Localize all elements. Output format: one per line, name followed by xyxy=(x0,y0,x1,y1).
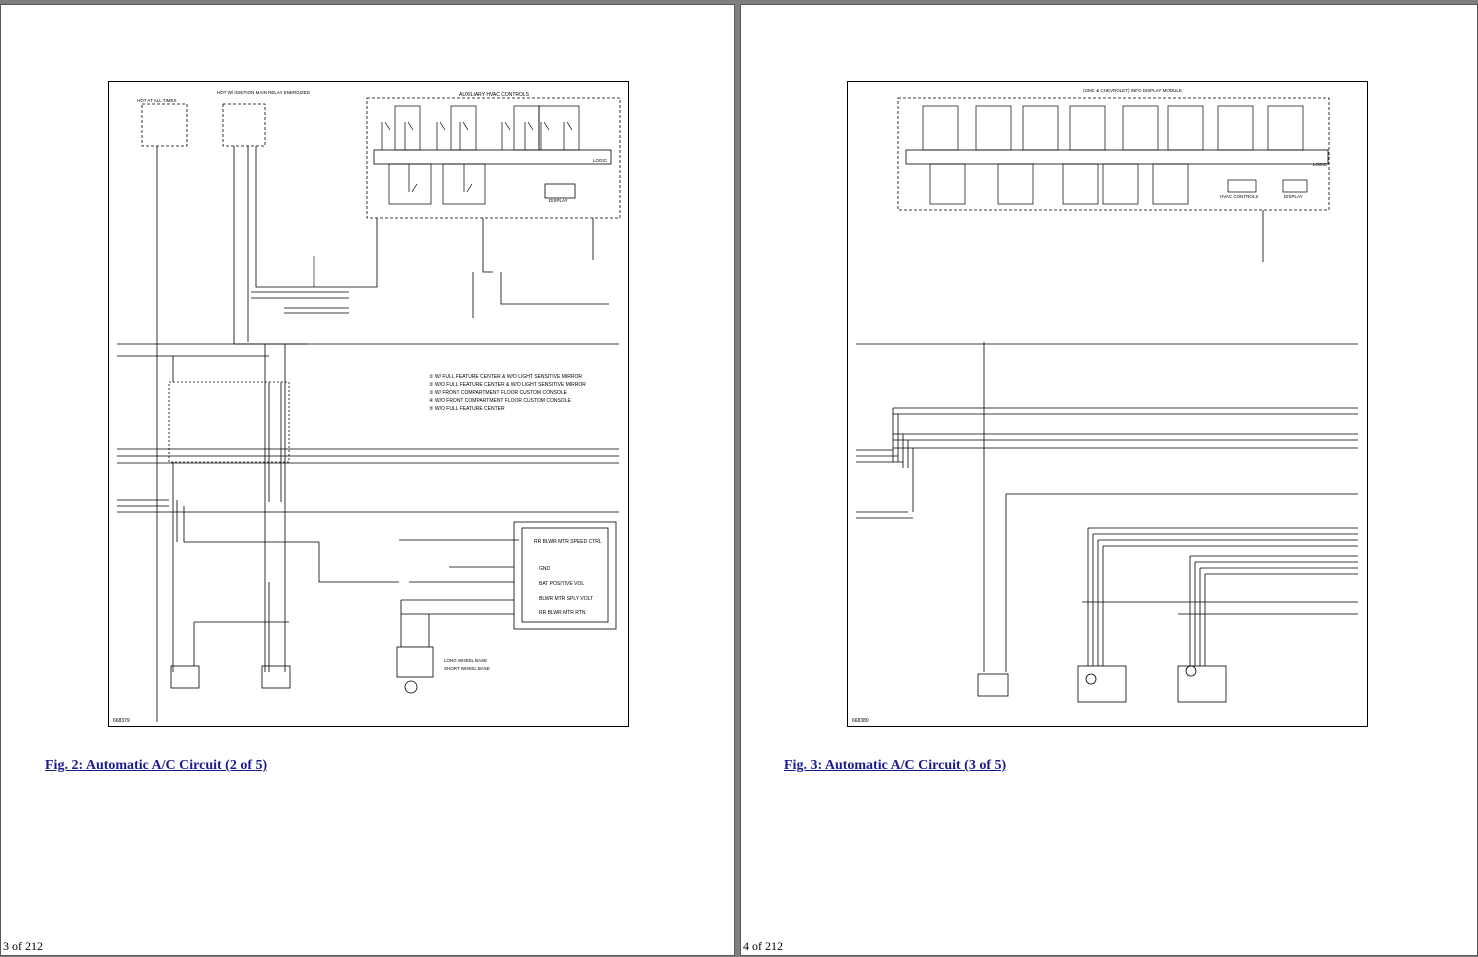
diagram-id: 668380 xyxy=(852,718,869,724)
document-page-3: ① W/ FULL FEATURE CENTER & W/O LIGHT SEN… xyxy=(0,4,735,956)
logic-label: LOGIC xyxy=(593,158,608,163)
display-label: DISPLAY xyxy=(1284,194,1303,199)
pin-bat: BAT POSITIVE VOL xyxy=(539,581,584,587)
pin-gnd: GND xyxy=(539,566,551,572)
figure-caption-link[interactable]: Fig. 3: Automatic A/C Circuit (3 of 5) xyxy=(784,758,1007,773)
pin-speed: RR BLWR MTR SPEED CTRL xyxy=(534,539,602,545)
display-label: DISPLAY xyxy=(549,198,568,203)
hot-ign-label: HOT W/ IGNITION MAIN RELAY ENERGIZED xyxy=(217,90,311,95)
idm-label: (GMC & CHEVROLET) INFO DISPLAY MODULE xyxy=(1083,88,1182,93)
page-number: 3 of 212 xyxy=(3,939,43,953)
hvac-controls-label: HVAC CONTROLS xyxy=(1220,194,1258,199)
pin-sply: BLWR MTR SPLY VOLT xyxy=(539,596,593,602)
aux-hvac-title: AUXILIARY HVAC CONTROLS xyxy=(459,92,530,98)
option-4: ④ W/O FRONT COMPARTMENT FLOOR CUSTOM CON… xyxy=(429,398,571,404)
lwb-label: LONG WHEEL BASE xyxy=(444,658,487,663)
diagram-id: 668379 xyxy=(113,718,130,724)
figure-caption-link[interactable]: Fig. 2: Automatic A/C Circuit (2 of 5) xyxy=(45,758,268,773)
option-1: ① W/ FULL FEATURE CENTER & W/O LIGHT SEN… xyxy=(429,374,582,380)
wiring-diagram-fig3: (GMC & CHEVROLET) INFO DISPLAY MODULE LO… xyxy=(847,81,1368,727)
logic-label: LOGIC xyxy=(1313,162,1328,167)
document-page-4: (GMC & CHEVROLET) INFO DISPLAY MODULE LO… xyxy=(740,4,1478,956)
option-3: ③ W/ FRONT COMPARTMENT FLOOR CUSTOM CONS… xyxy=(429,390,568,396)
option-5: ⑤ W/O FULL FEATURE CENTER xyxy=(429,406,505,412)
swb-label: SHORT WHEEL BASE xyxy=(444,666,490,671)
page-number: 4 of 212 xyxy=(743,939,783,953)
pin-rtn: RR BLWR MTR RTN xyxy=(539,610,586,616)
hot-label: HOT AT ALL TIMES xyxy=(137,98,177,103)
circuit-schematic: (GMC & CHEVROLET) INFO DISPLAY MODULE LO… xyxy=(852,88,1358,724)
option-2: ② W/O FULL FEATURE CENTER & W/O LIGHT SE… xyxy=(429,382,586,388)
circuit-schematic: ① W/ FULL FEATURE CENTER & W/O LIGHT SEN… xyxy=(113,90,621,724)
wiring-diagram-fig2: ① W/ FULL FEATURE CENTER & W/O LIGHT SEN… xyxy=(108,81,629,727)
